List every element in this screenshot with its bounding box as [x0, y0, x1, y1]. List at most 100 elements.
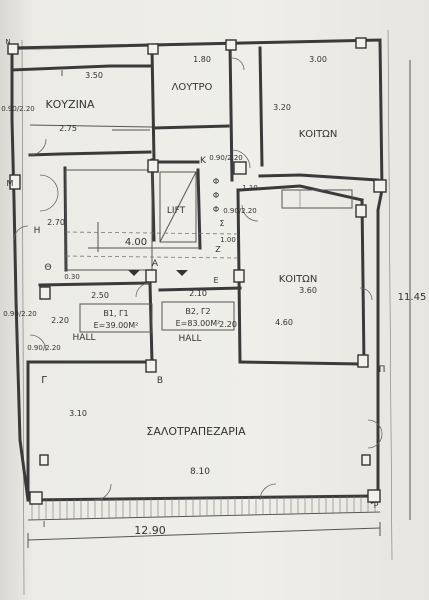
- bedroom2-top-wall: [238, 184, 364, 202]
- door-swing-living-right: [367, 419, 383, 449]
- door-swing-bedroom2: [241, 204, 259, 222]
- dim-110: 1.10: [242, 184, 258, 192]
- column-6: [233, 161, 247, 175]
- unit-box-1: [79, 303, 153, 333]
- hall1-right-wall: [148, 281, 154, 364]
- dim-1290: 12.90: [134, 524, 166, 537]
- room-bedroom1: ΚΟΙΤΩΝ: [299, 129, 338, 140]
- bath-right-wall: [228, 42, 234, 182]
- section-arrow-1: [128, 270, 140, 276]
- dimension-line-bottom: [27, 527, 381, 541]
- door-swing-bedroom1: [231, 149, 251, 169]
- kitchen-counter-edge: [29, 124, 153, 128]
- lift-diagonal: [159, 171, 197, 243]
- kitchen-top-wall: [10, 64, 152, 72]
- dim-310: 3.10: [69, 409, 87, 418]
- mark-k: K: [200, 156, 207, 166]
- dim-1145: 11.45: [398, 292, 427, 303]
- mark-r: P: [374, 501, 379, 510]
- corridor-dash: [65, 231, 239, 235]
- fold-line-right: [387, 29, 393, 561]
- mark-n: N: [5, 38, 10, 46]
- door-swing-kitchen: [29, 138, 47, 156]
- bedroom2-bottom-wall: [238, 360, 362, 366]
- dim-320: 3.20: [273, 103, 291, 112]
- mark-p: Π: [379, 365, 386, 375]
- hall2-top-wall: [158, 286, 242, 292]
- column-15: [367, 489, 381, 503]
- room-bath: ΛΟΥΤΡΟ: [172, 82, 213, 93]
- door-swing-hall1: [135, 282, 151, 298]
- dim-400: 4.00: [125, 237, 147, 248]
- fold-line-left: [21, 39, 25, 596]
- column-8: [355, 204, 367, 218]
- outer-wall-left: [10, 46, 30, 502]
- room-hall1: HALL: [73, 333, 96, 343]
- column-4: [355, 37, 367, 49]
- bedroom2-right-wall: [360, 198, 366, 366]
- column-2: [147, 43, 159, 55]
- hall1-top-wall: [38, 281, 152, 287]
- unit-2-name: B2, Γ2: [185, 307, 210, 316]
- column-3: [225, 39, 237, 51]
- mark-a: A: [152, 259, 159, 269]
- door-swing-bedroom2-right: [359, 287, 373, 301]
- mark-th: Θ: [44, 263, 51, 273]
- bedroom1-left-wall: [258, 46, 264, 167]
- mark-phi-2: Φ: [213, 191, 219, 200]
- mark-sigma: Σ: [219, 219, 224, 228]
- door-swing-bath: [231, 57, 245, 71]
- balcony-edge: [27, 511, 381, 521]
- column-11: [233, 269, 245, 283]
- door-swing-entry-top: [39, 174, 59, 212]
- corridor-dash-2: [65, 255, 239, 259]
- bedroom1-bottom-wall: [258, 173, 380, 182]
- mark-e: E: [213, 276, 218, 285]
- mark-b: B: [157, 376, 163, 386]
- dim-360: 3.60: [299, 286, 317, 295]
- room-bedroom2: ΚΟΙΤΩΝ: [279, 274, 318, 285]
- column-5: [147, 159, 159, 173]
- kitchen-bottom-wall: [28, 150, 152, 157]
- stair-shaft: [65, 169, 153, 271]
- mark-phi-3: Φ: [213, 205, 219, 214]
- column-16: [39, 454, 49, 466]
- room-kitchen: ΚΟΥΖΙΝΑ: [45, 98, 95, 111]
- window-callout-5: 0.90/2.20: [1, 105, 35, 113]
- window-callout-2: 0.90/2.20: [27, 344, 61, 352]
- dim-100: 1.00: [220, 236, 236, 244]
- bath-left-wall: [150, 46, 156, 162]
- dim-220-right: 2.20: [219, 320, 237, 329]
- unit-box-2: [161, 301, 235, 331]
- door-swing-hall-left: [29, 334, 47, 352]
- door-swing-entry-left: [13, 225, 29, 241]
- column-17: [361, 454, 371, 466]
- section-arrow-2: [176, 270, 188, 276]
- mark-g: Γ: [41, 375, 47, 386]
- door-swing-balcony-left: [94, 483, 112, 501]
- window-callout-3: 0.90/2.20: [209, 154, 243, 162]
- dim-270: 2.70: [47, 218, 65, 227]
- column-10: [145, 269, 157, 283]
- column-1: [7, 43, 19, 55]
- window-callout-4: 0.90/2.20: [223, 207, 257, 215]
- unit-2-area: E=83.00M²: [176, 319, 221, 328]
- lift-right-wall: [196, 168, 202, 250]
- column-18: [9, 174, 21, 190]
- room-hall2: HALL: [179, 334, 202, 344]
- dim-030: 0.30: [64, 273, 80, 281]
- dim-460: 4.60: [275, 318, 293, 327]
- column-12: [145, 359, 157, 373]
- dim-180: 1.80: [193, 55, 211, 64]
- column-9: [39, 286, 51, 300]
- dim-250: 2.50: [91, 291, 109, 300]
- mark-phi-1: Φ: [213, 177, 219, 186]
- mark-i: I: [43, 520, 45, 529]
- lift-shaft: [159, 171, 197, 243]
- dim-810: 8.10: [190, 467, 210, 477]
- mark-h: H: [34, 226, 41, 236]
- mark-z: Z: [215, 245, 221, 254]
- dim-220-left: 2.20: [51, 316, 69, 325]
